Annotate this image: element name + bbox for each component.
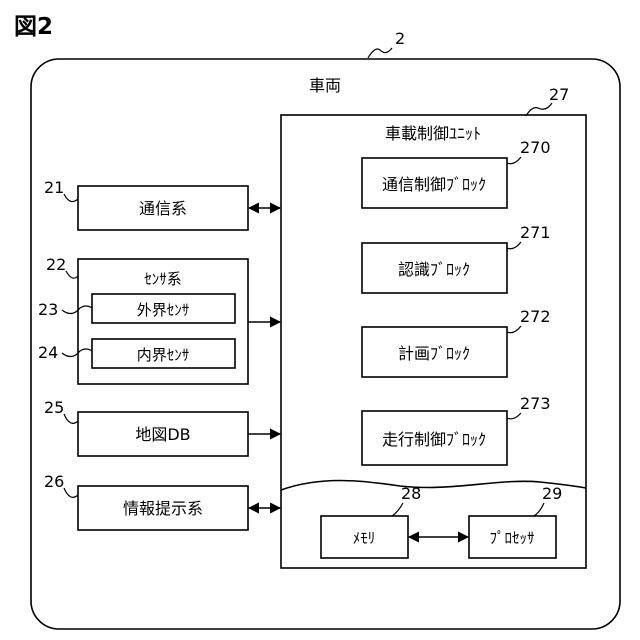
planning-block-ref: 272 — [520, 307, 551, 326]
map-db-leader — [64, 414, 78, 423]
sensor-system-label: ｾﾝｻ系 — [144, 270, 182, 288]
info-system-leader — [64, 488, 78, 497]
sensor-system-leader — [66, 271, 78, 278]
info-system-label: 情報提示系 — [123, 499, 203, 518]
control-unit-leader — [526, 103, 552, 116]
memory-ref: 28 — [401, 484, 421, 503]
info-system-ref: 26 — [44, 472, 64, 491]
comm-system-label: 通信系 — [139, 199, 187, 218]
processor-label: ﾌﾟﾛｾｯｻ — [489, 529, 534, 547]
map-db-label: 地図DB — [135, 425, 190, 444]
vehicle-label: 車両 — [309, 76, 341, 95]
recognition-block-label: 認識ﾌﾞﾛｯｸ — [398, 260, 470, 279]
vehicle-ref: 2 — [395, 29, 405, 48]
comm-control-block-ref: 270 — [520, 138, 551, 157]
comm-system-ref: 21 — [44, 178, 64, 197]
control-unit-ref: 27 — [549, 85, 569, 104]
external-sensor-label: 外界ｾﾝｻ — [137, 301, 190, 319]
memory-label: ﾒﾓﾘ — [353, 529, 376, 547]
planning-block-label: 計画ﾌﾞﾛｯｸ — [398, 344, 470, 363]
map-db-ref: 25 — [44, 398, 64, 417]
comm-control-block-label: 通信制御ﾌﾞﾛｯｸ — [382, 175, 486, 194]
external-sensor-ref: 23 — [38, 300, 58, 319]
recognition-block-ref: 271 — [520, 223, 551, 242]
figure-label: 図2 — [14, 14, 53, 40]
control-unit-label: 車載制御ﾕﾆｯﾄ — [385, 124, 481, 143]
internal-sensor-ref: 24 — [38, 343, 58, 362]
processor-ref: 29 — [542, 484, 562, 503]
comm-system-leader — [64, 194, 78, 202]
drive-control-block-label: 走行制御ﾌﾞﾛｯｸ — [382, 430, 486, 449]
sensor-system-ref: 22 — [46, 255, 66, 274]
internal-sensor-label: 内界ｾﾝｻ — [137, 346, 190, 364]
drive-control-block-ref: 273 — [520, 394, 551, 413]
vehicle-leader — [368, 48, 392, 58]
